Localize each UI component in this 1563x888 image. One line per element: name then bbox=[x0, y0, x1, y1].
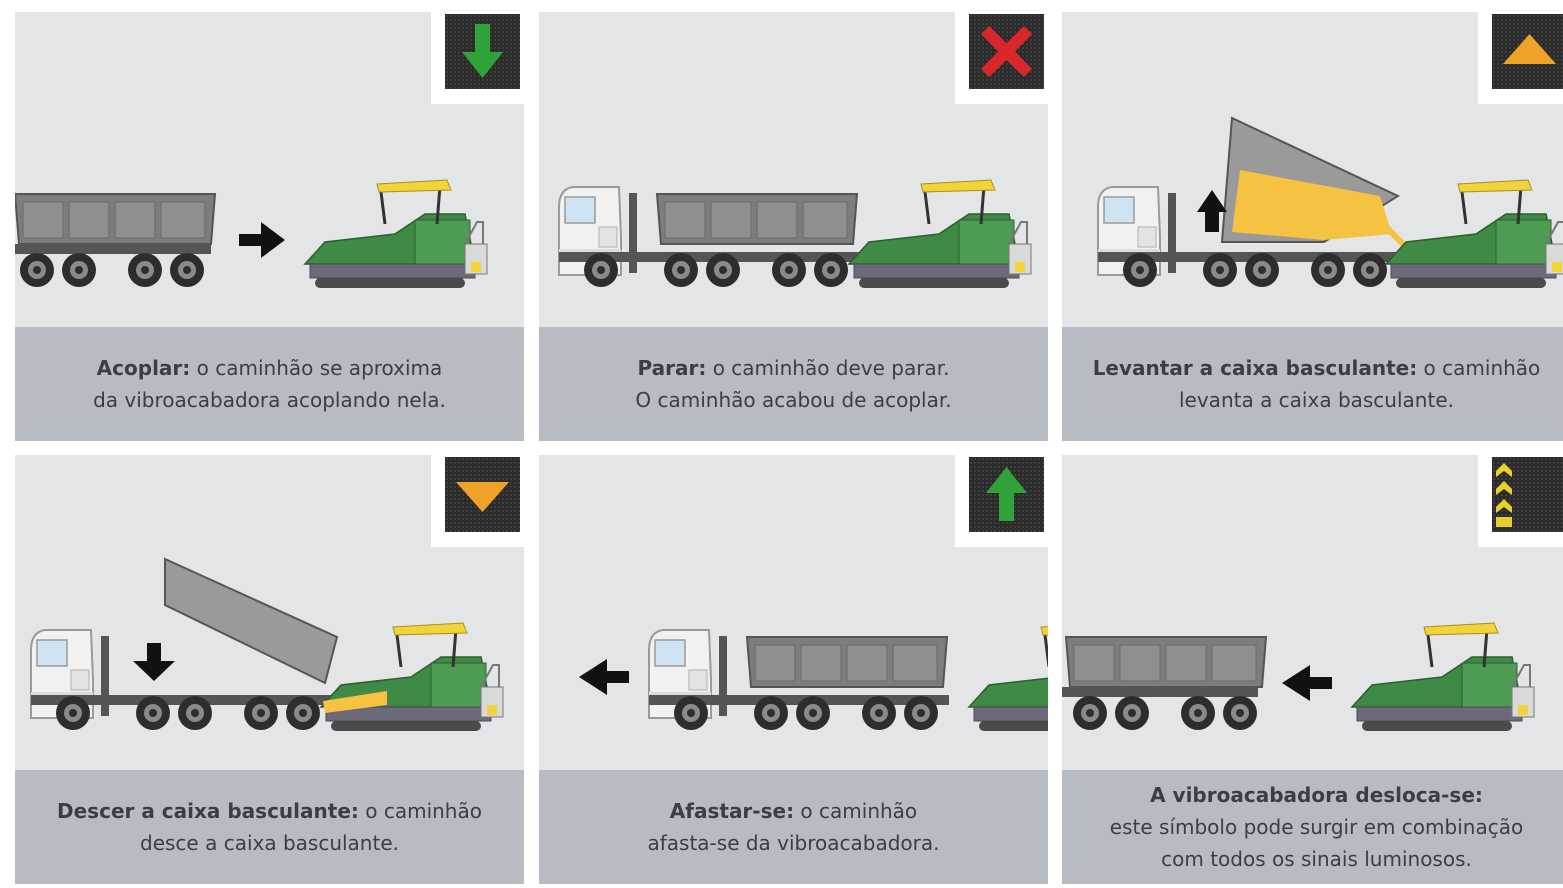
panel-afastar: Afastar-se: o caminhão afasta-se da vibro… bbox=[539, 455, 1048, 884]
caption-title: Afastar-se: bbox=[669, 799, 795, 823]
caption-title: Levantar a caixa basculante: bbox=[1092, 356, 1418, 380]
green-down-arrow-icon bbox=[445, 14, 520, 89]
caption-text: o caminhão bbox=[794, 799, 918, 823]
yellow-chevrons-icon bbox=[1492, 457, 1563, 532]
panel-desloca: A vibroacabadora desloca-se: este símbolo… bbox=[1062, 455, 1563, 884]
caption-line3: com todos os sinais luminosos. bbox=[1161, 847, 1472, 871]
orange-down-triangle-icon bbox=[445, 457, 520, 532]
truck-approaching-scene bbox=[15, 178, 489, 290]
panel-acoplar: Acoplar: o caminhão se aproxima da vibroa… bbox=[15, 12, 524, 441]
right-arrow-icon bbox=[239, 222, 285, 258]
caption-parar: Parar: o caminhão deve parar. O caminhão … bbox=[539, 327, 1048, 441]
illustration-afastar bbox=[539, 455, 1048, 770]
illustration-acoplar bbox=[15, 12, 524, 327]
truck-raising-bed-scene bbox=[1097, 116, 1563, 290]
caption-text: o caminhão se aproxima bbox=[190, 356, 443, 380]
illustration-parar bbox=[539, 12, 1048, 327]
caption-desloca: A vibroacabadora desloca-se: este símbolo… bbox=[1062, 770, 1563, 884]
signal-box bbox=[431, 12, 524, 104]
signal-box bbox=[431, 455, 524, 547]
left-arrow-icon bbox=[1282, 665, 1332, 701]
caption-title: Parar: bbox=[637, 356, 707, 380]
panel-parar: Parar: o caminhão deve parar. O caminhão … bbox=[539, 12, 1048, 441]
caption-title: A vibroacabadora desloca-se: bbox=[1150, 783, 1483, 807]
caption-descer: Descer a caixa basculante: o caminhão des… bbox=[15, 770, 524, 884]
green-up-arrow-icon bbox=[969, 457, 1044, 532]
caption-line2: desce a caixa basculante. bbox=[140, 831, 399, 855]
caption-text: o caminhão deve parar. bbox=[706, 356, 950, 380]
orange-up-triangle-icon bbox=[1492, 14, 1563, 89]
truck-coupled-scene bbox=[558, 178, 1033, 290]
caption-acoplar: Acoplar: o caminhão se aproxima da vibroa… bbox=[15, 327, 524, 441]
down-arrow-icon bbox=[133, 643, 175, 681]
left-arrow-icon bbox=[579, 659, 629, 695]
signal-box bbox=[955, 455, 1048, 547]
panel-levantar: Levantar a caixa basculante: o caminhão l… bbox=[1062, 12, 1563, 441]
caption-line2: levanta a caixa basculante. bbox=[1178, 388, 1454, 412]
caption-line2: da vibroacabadora acoplando nela. bbox=[93, 388, 446, 412]
panel-descer: Descer a caixa basculante: o caminhão des… bbox=[15, 455, 524, 884]
caption-line2: afasta-se da vibroacabadora. bbox=[647, 831, 940, 855]
signal-box bbox=[955, 12, 1048, 104]
signal-box bbox=[1478, 455, 1563, 547]
caption-line2: este símbolo pode surgir em combinação bbox=[1109, 815, 1524, 839]
caption-title: Acoplar: bbox=[96, 356, 191, 380]
truck-lowering-bed-scene bbox=[30, 557, 505, 733]
caption-line2: O caminhão acabou de acoplar. bbox=[635, 388, 952, 412]
caption-title: Descer a caixa basculante: bbox=[57, 799, 359, 823]
red-x-icon bbox=[969, 14, 1044, 89]
caption-text: o caminhão bbox=[358, 799, 482, 823]
up-arrow-icon bbox=[1197, 190, 1227, 232]
caption-afastar: Afastar-se: o caminhão afasta-se da vibro… bbox=[539, 770, 1048, 884]
illustration-desloca bbox=[1062, 455, 1563, 770]
truck-leaving-scene bbox=[579, 621, 1048, 733]
signal-box bbox=[1478, 12, 1563, 104]
caption-levantar: Levantar a caixa basculante: o caminhão l… bbox=[1062, 327, 1563, 441]
caption-text: o caminhão bbox=[1417, 356, 1541, 380]
illustration-levantar bbox=[1062, 12, 1563, 327]
illustration-descer bbox=[15, 455, 524, 770]
paver-moving-scene bbox=[1062, 621, 1536, 733]
